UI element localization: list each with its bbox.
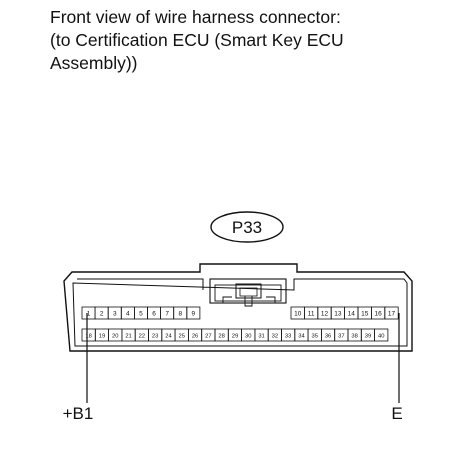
pin-cell: 36	[320, 328, 336, 342]
pin-number: 7	[165, 310, 169, 317]
pin-cell: 6	[147, 306, 162, 320]
pin-cell: 31	[254, 328, 269, 342]
pin-cell: 40	[374, 328, 389, 342]
caption-line-3: Assembly))	[50, 53, 138, 73]
pin-cell: 23	[148, 328, 163, 342]
connector-lock	[209, 278, 287, 307]
pin-number: 26	[192, 333, 198, 339]
pin-cell: 25	[174, 328, 189, 342]
pin-number: 39	[365, 333, 371, 339]
pin-number: 18	[85, 333, 91, 339]
pin-cell: 10	[290, 306, 305, 320]
pin-number: 38	[351, 333, 357, 339]
connector-inner-frame	[72, 278, 408, 347]
pin-number: 8	[178, 310, 182, 317]
pin-number: 10	[294, 310, 302, 317]
pin-number: 6	[152, 310, 156, 317]
pin-box	[374, 328, 389, 342]
pin-box	[384, 306, 399, 320]
pin-cell: 34	[294, 328, 309, 342]
pin-cell: 32	[267, 328, 282, 342]
pin-number: 14	[348, 310, 356, 317]
pin-cell: 11	[303, 306, 319, 320]
pin-number: 30	[245, 333, 251, 339]
pin-number: 19	[99, 333, 105, 339]
pin-number: 28	[218, 333, 224, 339]
pin-number: 20	[112, 333, 118, 339]
pin-number: 35	[312, 333, 318, 339]
pin-cell: 19	[94, 328, 110, 342]
pin-number: 17	[388, 310, 396, 317]
pin-cell: 38	[347, 328, 362, 342]
pin-row-top-right: 10 11 12 13 14 15 16 17	[290, 306, 399, 320]
pin-number: 37	[338, 333, 344, 339]
pin-number: 36	[325, 333, 331, 339]
pin-number: 11	[308, 310, 315, 317]
pin-cell: 39	[360, 328, 375, 342]
pin-number: 24	[165, 333, 172, 339]
pin-cell: 16	[370, 306, 386, 320]
connector-housing	[63, 263, 413, 352]
pin-cell: 20	[108, 328, 123, 342]
pin-cell: 14	[344, 306, 359, 320]
callout-label-b1: +B1	[63, 404, 94, 423]
pin-cell: 27	[201, 328, 216, 342]
pin-row-bottom: 18 19 20 21 22 23 24 25 26 27 28 29 30 31 32 33 34 35 36 37…	[81, 328, 389, 342]
connector-id-ellipse	[210, 211, 284, 243]
pin-cell: 1	[81, 306, 96, 320]
pin-cell: 24	[161, 328, 176, 342]
pin-number: 13	[334, 310, 342, 317]
pin-number: 22	[139, 333, 145, 339]
pin-cell: 5	[133, 306, 148, 320]
pin-number: 33	[285, 333, 291, 339]
pin-cell: 13	[330, 306, 346, 320]
pin-number: 23	[152, 333, 158, 339]
pin-cell: 22	[134, 328, 149, 342]
pin-cell: 26	[187, 328, 203, 342]
pin-number: 40	[378, 333, 384, 339]
pin-number: 16	[374, 310, 382, 317]
pin-number: 15	[361, 310, 369, 317]
pin-number: 2	[100, 310, 104, 317]
pin-number: 9	[192, 310, 196, 317]
pin-cell: 15	[357, 306, 372, 320]
pin-cell: 29	[227, 328, 243, 342]
connector-id-label: P33	[232, 218, 262, 237]
pin-number: 1	[87, 310, 91, 317]
caption-line-2: (to Certification ECU (Smart Key ECU	[50, 30, 344, 50]
callout-label-e: E	[391, 404, 402, 423]
pin-number: 5	[139, 310, 143, 317]
pin-cell: 18	[81, 328, 96, 342]
pin-number: 3	[113, 310, 117, 317]
pin-cell: 2	[94, 306, 109, 320]
pin-number: 12	[321, 310, 329, 317]
pin-cell: 33	[281, 328, 296, 342]
diagram-caption: Front view of wire harness connector: (t…	[50, 6, 470, 75]
pin-number: 34	[298, 333, 305, 339]
pin-number: 31	[258, 333, 264, 339]
pin-row-top-left: 1 2 3 4 5 6 7 8 9	[81, 306, 201, 320]
pin-cell: 3	[107, 306, 122, 320]
pin-number: 4	[126, 310, 130, 317]
pin-cell: 12	[317, 306, 332, 320]
pin-number: 21	[125, 333, 131, 339]
pin-number: 29	[232, 333, 238, 339]
pin-cell: 37	[334, 328, 349, 342]
pin-number: 25	[179, 333, 185, 339]
pin-cell: 4	[120, 306, 135, 320]
pin-number: 32	[272, 333, 278, 339]
pin-cell: 9	[186, 306, 201, 320]
pin-cell: 35	[307, 328, 322, 342]
pin-cell: 30	[241, 328, 256, 342]
caption-line-1: Front view of wire harness connector:	[50, 7, 341, 27]
pin-cell: 21	[121, 328, 136, 342]
pin-box	[186, 306, 201, 320]
pin-cell: 17	[384, 306, 399, 320]
pin-cell: 28	[214, 328, 229, 342]
pin-cell: 8	[173, 306, 188, 320]
pin-number: 27	[205, 333, 211, 339]
pin-cell: 7	[160, 306, 175, 320]
